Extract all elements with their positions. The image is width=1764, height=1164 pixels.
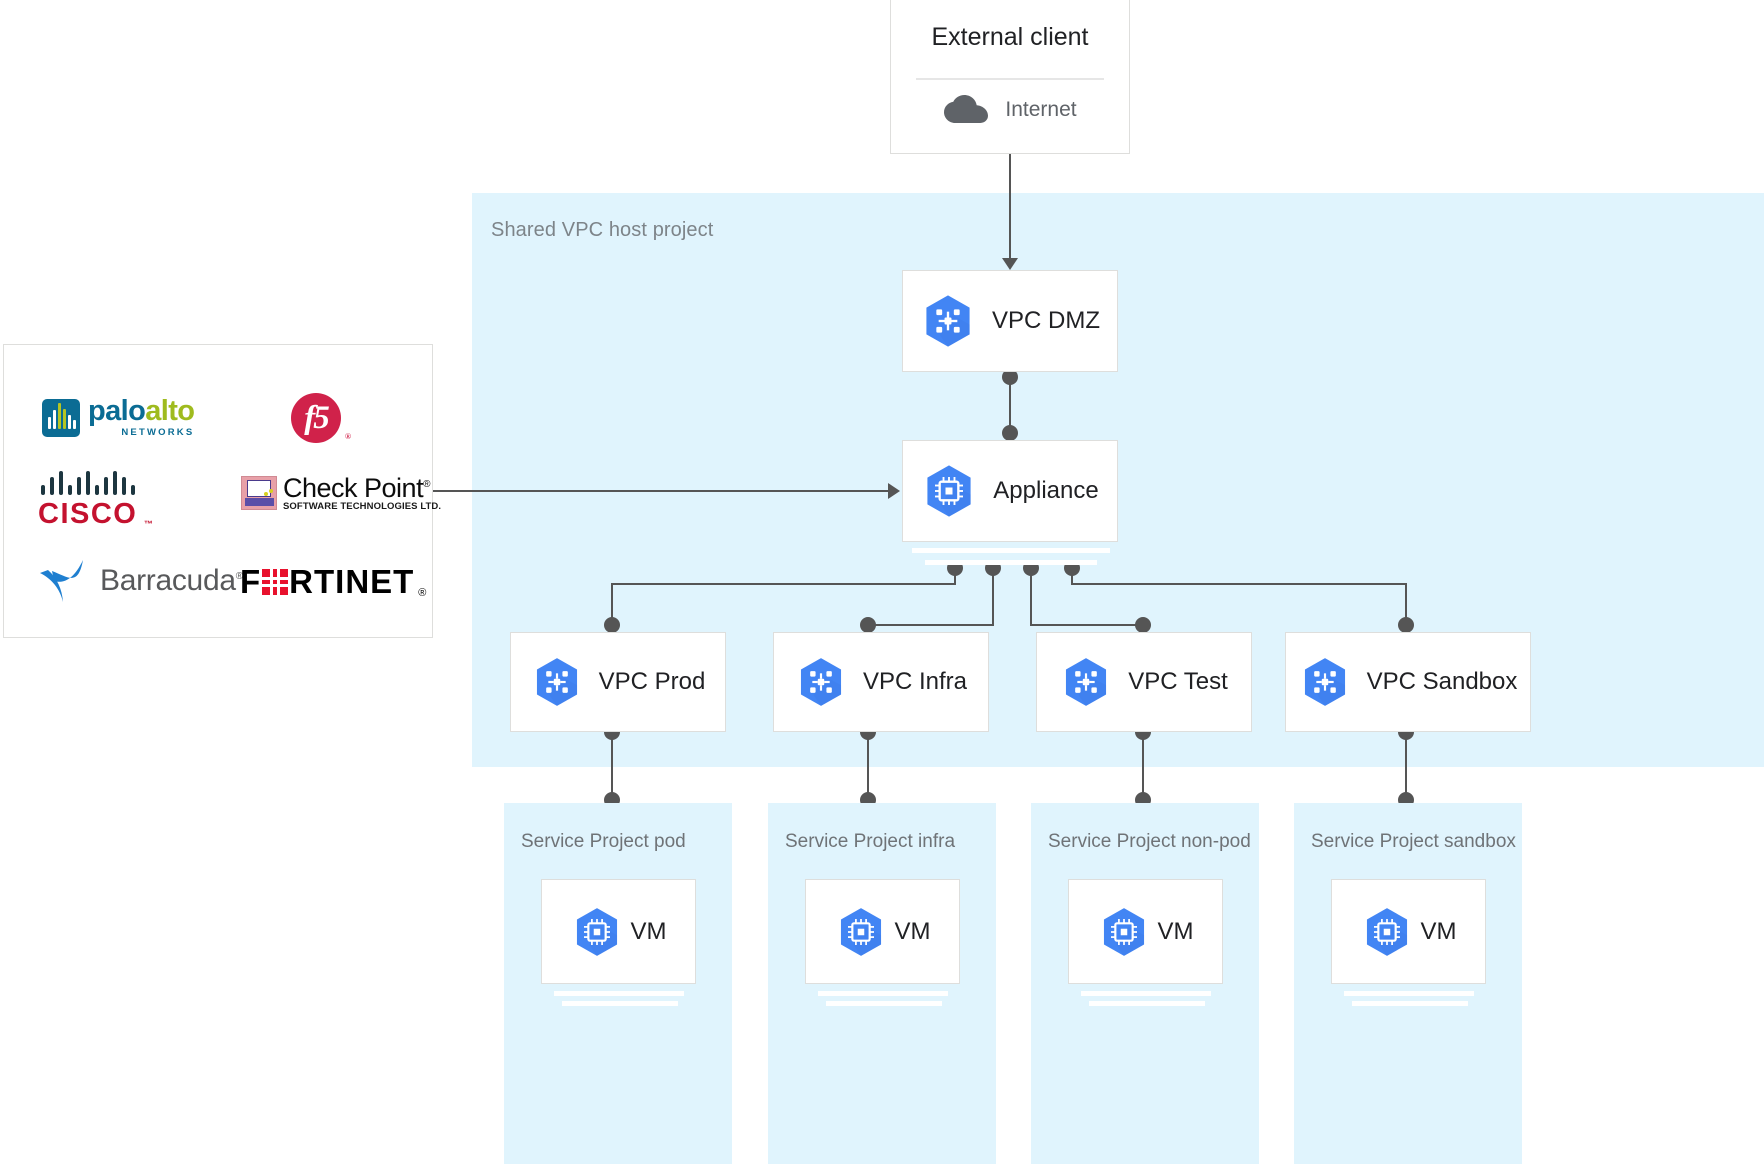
fortinet-wordmark-a: F [240, 563, 262, 600]
vm-infra-stack-bar-1 [818, 991, 948, 996]
vm-chip-icon [1361, 906, 1413, 958]
vm-pod-stack-bar-2 [562, 1001, 678, 1006]
node-vm-nonpod[interactable]: VM [1068, 879, 1223, 984]
vm-nonpod-stack-bar-2 [1089, 1001, 1205, 1006]
appliance-vendor-panel [3, 344, 433, 638]
node-vm-infra[interactable]: VM [805, 879, 960, 984]
node-vm-sandbox[interactable]: VM [1331, 879, 1486, 984]
node-vpc-prod-label: VPC Prod [598, 668, 706, 695]
checkpoint-sub: SOFTWARE TECHNOLOGIES LTD. [283, 501, 442, 513]
service-project-nonpod-label: Service Project non-pod [1048, 831, 1251, 852]
node-vpc-test-label: VPC Test [1128, 668, 1228, 695]
connector-dot-appliance-top [1002, 425, 1018, 441]
vm-infra-stack-bar-2 [826, 1001, 942, 1006]
vpc-network-icon [531, 656, 583, 708]
cisco-logo: CISCO ™ [38, 469, 153, 530]
fortinet-logo: F RTINET ® [240, 563, 426, 601]
vendor-cisco: CISCO ™ [38, 468, 228, 530]
node-vm-sandbox-label: VM [1420, 917, 1457, 945]
fortinet-wordmark-b: RTINET [289, 563, 415, 600]
node-vm-infra-label: VM [894, 917, 931, 945]
paloalto-word-a: palo [88, 394, 146, 427]
checkpoint-mark-icon [241, 476, 277, 510]
vm-sandbox-stack-bar-1 [1344, 991, 1474, 996]
service-project-infra-label: Service Project infra [785, 831, 956, 852]
vendor-paloalto: paloalto NETWORKS [42, 394, 242, 440]
barracuda-registered-icon: ® [235, 571, 243, 582]
connector-dot-dmz-bottom [1002, 369, 1018, 385]
node-vm-nonpod-label: VM [1157, 917, 1194, 945]
node-vpc-test[interactable]: VPC Test [1036, 632, 1252, 732]
cloud-icon [943, 95, 989, 125]
vm-chip-icon [571, 906, 623, 958]
f5-trademark-icon: ® [345, 432, 351, 441]
external-client-card: External client Internet [890, 0, 1130, 154]
node-appliance[interactable]: Appliance [902, 440, 1118, 542]
vm-chip-icon [1098, 906, 1150, 958]
paloalto-logo: paloalto NETWORKS [42, 394, 195, 438]
f5-logo: f5 ® [291, 393, 351, 443]
connector-dot-vpc-prod-top [604, 617, 620, 633]
node-vm-pod-label: VM [630, 917, 667, 945]
appliance-stack-bar-2 [925, 560, 1097, 565]
service-project-sandbox-label: Service Project sandbox [1311, 831, 1516, 852]
vpc-network-icon [795, 656, 847, 708]
vm-chip-icon [835, 906, 887, 958]
external-client-title: External client [931, 23, 1089, 51]
node-vpc-infra[interactable]: VPC Infra [773, 632, 989, 732]
shared-vpc-host-project-label: Shared VPC host project [491, 219, 714, 241]
node-vpc-dmz-label: VPC DMZ [992, 307, 1100, 334]
vm-sandbox-stack-bar-2 [1352, 1001, 1468, 1006]
vpc-network-icon [920, 293, 976, 349]
f5-wordmark: f5 [304, 399, 329, 436]
fortinet-o-icon [262, 569, 289, 595]
node-vpc-sandbox-label: VPC Sandbox [1366, 668, 1518, 695]
checkpoint-registered-icon: ® [423, 478, 430, 490]
vpc-network-icon [1299, 656, 1351, 708]
vendor-checkpoint: Check Point® SOFTWARE TECHNOLOGIES LTD. [241, 470, 471, 516]
paloalto-sub: NETWORKS [121, 426, 195, 438]
internet-label: Internet [1005, 98, 1077, 121]
divider [916, 78, 1104, 80]
vm-nonpod-stack-bar-1 [1081, 991, 1211, 996]
node-vpc-prod[interactable]: VPC Prod [510, 632, 726, 732]
vendor-fortinet: F RTINET ® [240, 560, 470, 604]
checkpoint-wordmark: Check Point [283, 472, 424, 503]
cisco-wordmark: CISCO [38, 498, 138, 530]
cisco-trademark-icon: ™ [143, 519, 155, 529]
vendor-f5: f5 ® [291, 392, 401, 444]
paloalto-mark-icon [42, 399, 80, 438]
paloalto-word-b: alto [145, 394, 195, 427]
vendor-barracuda: Barracuda® [38, 556, 258, 606]
barracuda-logo: Barracuda® [38, 559, 243, 603]
node-appliance-label: Appliance [993, 477, 1099, 504]
barracuda-wordmark: Barracuda [100, 564, 236, 597]
cisco-bars-icon [40, 469, 135, 495]
service-project-pod-label: Service Project pod [521, 831, 686, 852]
connector-dot-vpc-test-top [1135, 617, 1151, 633]
connector-dot-vpc-infra-top [860, 617, 876, 633]
connector-dot-vpc-sandbox-top [1398, 617, 1414, 633]
node-vpc-infra-label: VPC Infra [862, 668, 968, 695]
node-vpc-sandbox[interactable]: VPC Sandbox [1285, 632, 1531, 732]
node-vpc-dmz[interactable]: VPC DMZ [902, 270, 1118, 372]
internet-row: Internet [891, 95, 1129, 125]
vpc-network-icon [1060, 656, 1112, 708]
barracuda-fin-icon [38, 559, 90, 603]
checkpoint-logo: Check Point® SOFTWARE TECHNOLOGIES LTD. [241, 474, 441, 512]
fortinet-registered-icon: ® [418, 587, 427, 599]
node-vm-pod[interactable]: VM [541, 879, 696, 984]
appliance-chip-icon [921, 463, 977, 519]
vm-pod-stack-bar-1 [554, 991, 684, 996]
appliance-stack-bar-1 [912, 548, 1110, 553]
